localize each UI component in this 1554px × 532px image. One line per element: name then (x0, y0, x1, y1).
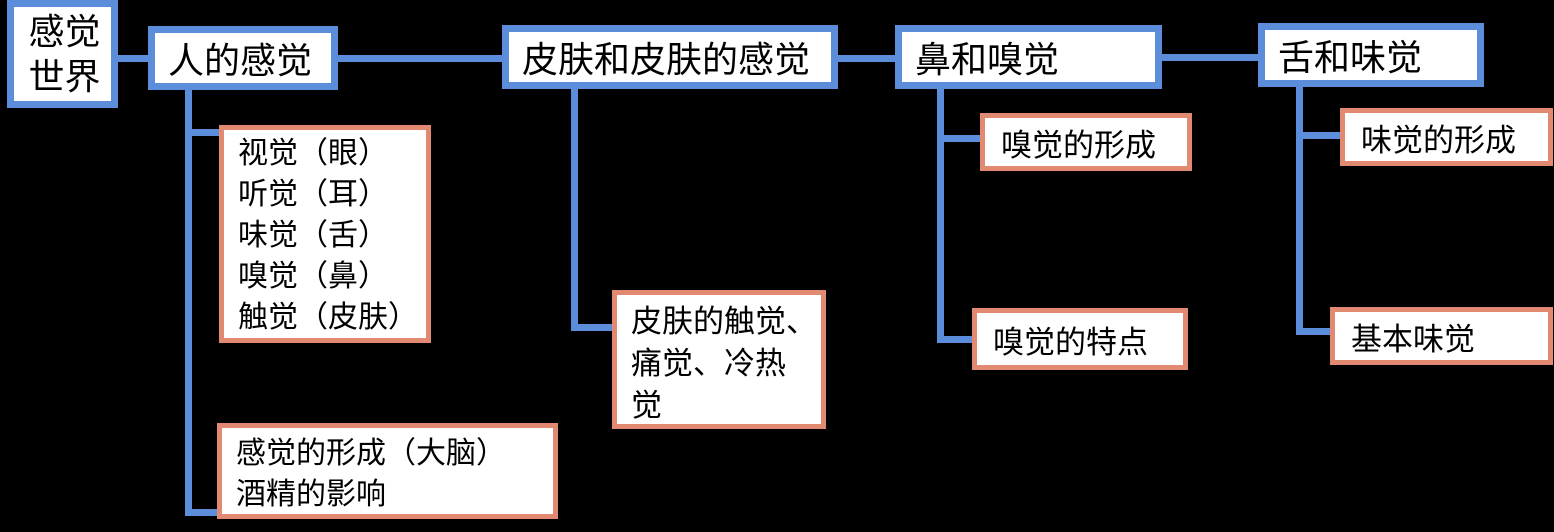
branch-to-basic-tastes (1296, 328, 1331, 335)
branch-to-taste-formation (1296, 132, 1341, 139)
sense-formation-lines: 感觉的形成（大脑） 酒精的影响 (236, 437, 506, 511)
node-human-senses: 人的感觉 (148, 26, 338, 90)
node-smell-formation: 嗅觉的形成 (980, 113, 1192, 171)
node-sensory-world: 感觉 世界 (7, 0, 118, 108)
trunk-tongue (1296, 86, 1303, 335)
node-human-senses-label: 人的感觉 (168, 40, 313, 81)
trunk-nose (937, 88, 944, 343)
connector-root-to-human (117, 55, 149, 62)
branch-to-skin-senses (571, 324, 613, 331)
node-sensory-world-label: 感觉 世界 (28, 11, 101, 97)
connector-nose-to-tongue (1161, 54, 1259, 61)
node-tongue-label: 舌和味觉 (1278, 37, 1423, 78)
branch-to-sense-formation (185, 509, 218, 516)
connector-human-to-skin (337, 55, 503, 62)
trunk-human-senses (185, 89, 192, 516)
node-sense-formation-alcohol: 感觉的形成（大脑） 酒精的影响 (217, 423, 558, 519)
trunk-skin (571, 88, 578, 331)
node-tongue-and-taste: 舌和味觉 (1258, 23, 1484, 87)
node-taste-formation: 味觉的形成 (1340, 108, 1553, 166)
branch-to-senses-list (185, 129, 220, 136)
branch-to-smell-formation (937, 135, 981, 142)
node-skin-touch-pain-temperature: 皮肤的触觉、 痛觉、冷热 觉 (612, 290, 826, 429)
connector-skin-to-nose (837, 55, 896, 62)
node-basic-tastes: 基本味觉 (1330, 307, 1553, 365)
node-nose-label: 鼻和嗅觉 (915, 39, 1060, 80)
branch-to-smell-traits (937, 336, 973, 343)
five-senses-lines: 视觉（眼） 听觉（耳） 味觉（舌） 嗅觉（鼻） 触觉（皮肤） (238, 137, 418, 334)
node-skin-label: 皮肤和皮肤的感觉 (522, 39, 811, 80)
node-nose-and-smell: 鼻和嗅觉 (895, 25, 1162, 89)
node-skin-and-skin-senses: 皮肤和皮肤的感觉 (502, 25, 838, 89)
node-five-senses-list: 视觉（眼） 听觉（耳） 味觉（舌） 嗅觉（鼻） 触觉（皮肤） (219, 125, 431, 343)
node-smell-characteristics: 嗅觉的特点 (972, 308, 1188, 370)
skin-senses-lines: 皮肤的触觉、 痛觉、冷热 觉 (631, 304, 817, 423)
